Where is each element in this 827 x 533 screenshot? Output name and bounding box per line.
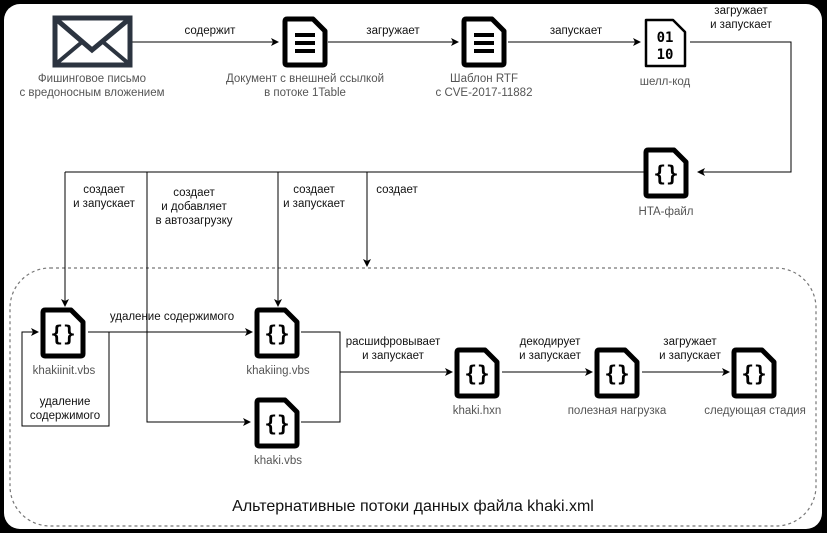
edge-label-decodes-1: декодирует bbox=[520, 336, 581, 348]
node-label: шелл-код bbox=[640, 76, 691, 88]
node-payload[interactable]: полезная нагрузка bbox=[568, 350, 667, 417]
edge-label-contains: содержит bbox=[185, 25, 237, 37]
group-label: Альтернативные потоки данных файла khaki… bbox=[232, 498, 594, 515]
node-rtf-template[interactable]: Шаблон RTF с CVE-2017-11882 bbox=[436, 19, 533, 99]
code-file-icon bbox=[257, 400, 297, 446]
node-label: с вредоносным вложением bbox=[19, 87, 164, 99]
document-icon bbox=[464, 19, 504, 65]
node-next-stage[interactable]: следующая стадия bbox=[704, 350, 806, 417]
edge-label-creates: создает bbox=[376, 184, 418, 196]
edge-label-creates-adds-3: в автозагрузку bbox=[155, 215, 232, 227]
node-label: khakiing.vbs bbox=[246, 365, 310, 377]
edge-label-decodes-2: и запускает bbox=[519, 350, 582, 362]
edge-label-decrypts-1: расшифровывает bbox=[346, 336, 441, 348]
node-label: khaki.vbs bbox=[254, 455, 302, 467]
node-label: полезная нагрузка bbox=[568, 405, 667, 417]
edge-to-khaki-vbs bbox=[146, 172, 251, 426]
edge-self-delete bbox=[21, 328, 110, 427]
node-label: Документ с внешней ссылкой bbox=[226, 73, 384, 85]
edge-label-creates-launches-a2: и запускает bbox=[73, 198, 136, 210]
edge-label-self-delete-1: удаление bbox=[40, 396, 91, 408]
node-khaki-vbs[interactable]: khaki.vbs bbox=[254, 400, 302, 467]
node-label: khakiinit.vbs bbox=[33, 365, 96, 377]
edge-label-final-1: загружает bbox=[663, 336, 717, 348]
edge-label-loads-launches-2: и запускает bbox=[710, 19, 773, 31]
edge-loads-launches bbox=[690, 41, 792, 176]
edge-label-creates-launches-b1: создает bbox=[293, 184, 335, 196]
node-document[interactable]: Документ с внешней ссылкой в потоке 1Tab… bbox=[226, 19, 384, 99]
svg-text:01: 01 bbox=[657, 30, 674, 46]
edge-label-creates-adds-1: создает bbox=[173, 187, 215, 199]
node-shellcode[interactable]: 01 10 шелл-код bbox=[640, 18, 691, 88]
svg-text:10: 10 bbox=[657, 47, 674, 63]
code-file-icon bbox=[646, 150, 686, 196]
node-label: в потоке 1Table bbox=[264, 87, 346, 99]
edge-label-decrypts-2: и запускает bbox=[362, 350, 425, 362]
edge-label-creates-launches-b2: и запускает bbox=[283, 198, 346, 210]
ads-group-container bbox=[9, 267, 817, 527]
code-file-icon bbox=[257, 310, 297, 356]
envelope-icon bbox=[52, 15, 133, 68]
code-file-icon bbox=[43, 310, 83, 356]
node-label: Фишинговое письмо bbox=[38, 73, 146, 85]
edge-label-delete-content: удаление содержимого bbox=[110, 311, 234, 323]
edge-label-creates-launches-a1: создает bbox=[83, 184, 125, 196]
code-file-icon bbox=[734, 350, 774, 396]
code-file-icon bbox=[597, 350, 637, 396]
edge-label-loads-launches-1: загружает bbox=[714, 5, 768, 17]
node-khakiing[interactable]: khakiing.vbs bbox=[246, 310, 310, 377]
code-file-icon bbox=[457, 350, 497, 396]
edge-merge bbox=[301, 331, 341, 423]
edge-label-loads: загружает bbox=[366, 25, 420, 37]
edge-label-launches: запускает bbox=[550, 25, 603, 37]
attack-chain-diagram: {} Альтернативные потоки данных файла kh… bbox=[9, 5, 817, 527]
node-label: Шаблон RTF bbox=[450, 73, 518, 85]
edge-label-final-2: и запускает bbox=[659, 350, 722, 362]
node-hta[interactable]: HTA-файл bbox=[639, 150, 694, 218]
node-email[interactable]: Фишинговое письмо с вредоносным вложение… bbox=[19, 15, 165, 99]
node-label: следующая стадия bbox=[704, 405, 806, 417]
edge-label-creates-adds-2: и добавляет bbox=[161, 201, 227, 213]
node-label: khaki.hxn bbox=[453, 405, 502, 417]
node-label: с CVE-2017-11882 bbox=[436, 87, 533, 99]
document-icon bbox=[285, 19, 325, 65]
binary-file-icon: 01 10 bbox=[644, 18, 687, 68]
node-khakiinit[interactable]: khakiinit.vbs bbox=[33, 310, 96, 377]
node-khaki-hxn[interactable]: khaki.hxn bbox=[453, 350, 502, 417]
edge-label-self-delete-2: содержимого bbox=[30, 410, 100, 422]
node-label: HTA-файл bbox=[639, 206, 694, 218]
diagram-canvas: {} Альтернативные потоки данных файла kh… bbox=[4, 4, 822, 529]
